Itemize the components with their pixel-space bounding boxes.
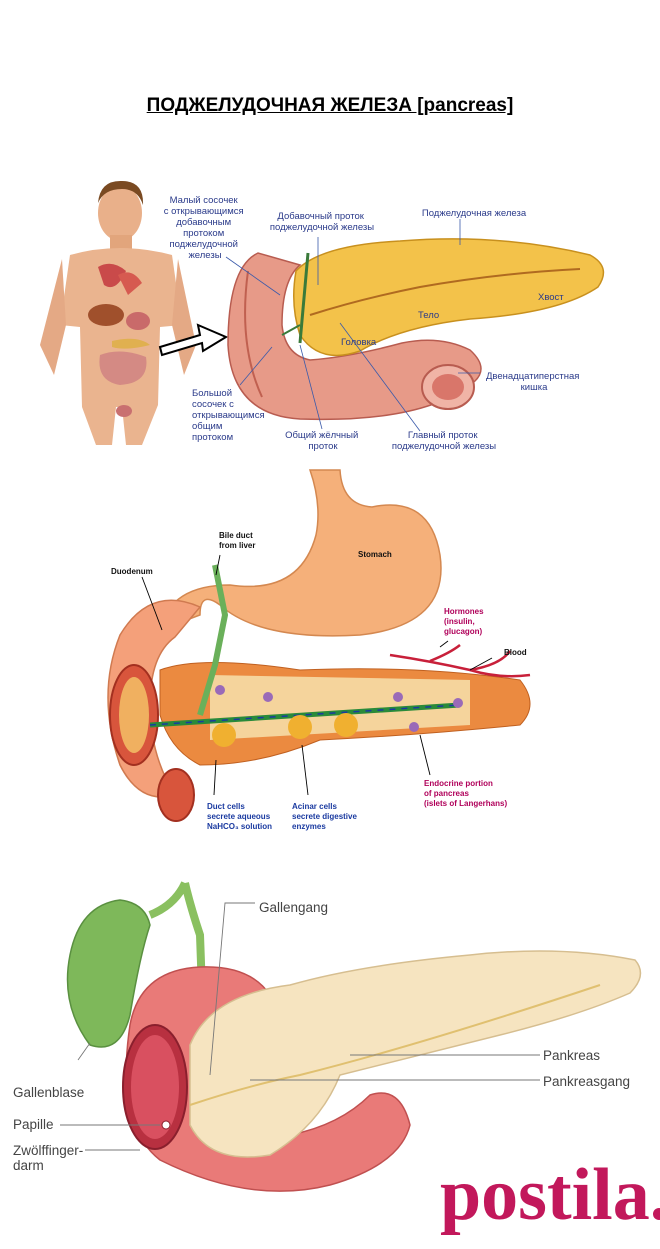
figure-german-anatomy: Gallengang Gallenblase Papille Zwölffing… <box>0 875 660 1244</box>
label-major-papilla: Большой сосочек с открывающимся общим пр… <box>192 388 267 443</box>
label-gallengang: Gallengang <box>259 900 328 915</box>
leader-lines <box>225 219 480 432</box>
figure-english-physiology: Bile duct from liver Stomach Duodenum Ho… <box>0 465 660 835</box>
label-hormones: Hormones (insulin, glucagon) <box>444 607 486 636</box>
label-pankreasgang: Pankreasgang <box>543 1074 630 1089</box>
pancreas-illustration <box>189 950 642 1158</box>
pancreas-illustration <box>149 564 531 766</box>
figure-russian-anatomy: Малый сосочек с открывающимся добавочным… <box>0 175 660 460</box>
pointer-arrow-icon <box>158 323 229 357</box>
label-pankreas: Pankreas <box>543 1048 600 1063</box>
label-minor-papilla: Малый сосочек с открывающимся добавочным… <box>164 195 247 261</box>
duodenum-illustration <box>107 599 202 822</box>
label-blood: Blood <box>504 648 527 657</box>
pancreas-illustration <box>281 238 605 357</box>
watermark-postila: postila.ru <box>440 1154 660 1236</box>
label-duodenum: Duodenum <box>111 567 153 576</box>
gallbladder-illustration <box>66 899 151 1048</box>
label-endocrine: Endocrine portion of pancreas (islets of… <box>424 779 507 808</box>
label-head: Головка <box>341 337 377 348</box>
label-main-duct: Главный проток поджелудочной железы <box>392 430 496 452</box>
label-bile-duct: Bile duct from liver <box>219 531 255 550</box>
label-accessory-duct: Добавочный проток поджелудочной железы <box>270 211 374 233</box>
human-body-illustration <box>40 180 196 445</box>
leader-lines <box>60 902 540 1151</box>
stomach-illustration <box>158 469 442 637</box>
label-pancreas: Поджелудочная железа <box>422 208 527 219</box>
label-common-bile-duct: Общий жёлчный проток <box>285 430 361 452</box>
label-body: Тело <box>418 310 439 321</box>
label-papille: Papille <box>13 1117 54 1132</box>
bile-duct-illustration <box>148 881 210 1136</box>
label-zwoelffingerdarm: Zwölffinger- darm <box>13 1143 87 1173</box>
label-duct-cells: Duct cells secrete aqueous NaHCO₃ soluti… <box>207 802 272 831</box>
label-stomach: Stomach <box>358 550 392 559</box>
label-acinar-cells: Acinar cells secrete digestive enzymes <box>292 802 359 831</box>
blood-vessels-illustration <box>389 644 531 678</box>
leader-lines <box>141 554 493 796</box>
label-tail: Хвост <box>538 292 564 303</box>
duodenum-illustration <box>227 252 482 421</box>
label-duodenum: Двенадцатиперстная кишка <box>486 371 582 393</box>
label-gallenblase: Gallenblase <box>13 1085 84 1100</box>
page-title: ПОДЖЕЛУДОЧНАЯ ЖЕЛЕЗА [pancreas] <box>146 95 514 116</box>
